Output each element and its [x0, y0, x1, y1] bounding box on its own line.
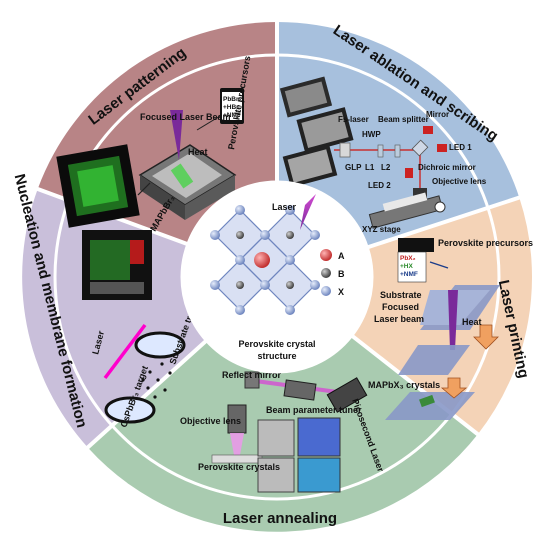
vial-line: +NMF [400, 271, 418, 278]
label-dichroic-mirror: Dichroic mirror [418, 163, 476, 172]
patterning-vial-labels: PbBr₂+HBr+NMF [223, 96, 242, 119]
atom-legend: ABX [320, 249, 345, 297]
center-caption-line1: Perovskite crystal [238, 339, 315, 349]
printing-vial-labels: PbX₂+HX+NMF [400, 255, 418, 278]
nucleation-illustration [82, 230, 186, 424]
label-heat-printing: Heat [462, 317, 482, 327]
label-heat-patterning: Heat [188, 147, 208, 157]
vial-line: PbX₂ [400, 255, 416, 262]
ring-laser-annealing [88, 413, 478, 532]
vial-line: +NMF [223, 112, 241, 119]
label-led1: LED 1 [449, 143, 472, 152]
ring-laser-printing [451, 198, 533, 434]
legend-label-a: A [338, 251, 345, 261]
label-perovskite-crystals: Perovskite crystals [198, 462, 280, 472]
label-focused: Focused [382, 302, 419, 312]
legend-swatch-b [321, 268, 331, 278]
center-laser-label: Laser [272, 202, 297, 212]
label-l2: L2 [381, 163, 391, 172]
label-mirror: Mirror [426, 110, 449, 119]
label-focused-laser-beam: Focused Laser Beam [140, 112, 231, 122]
label-laser-beam: Laser beam [374, 314, 424, 324]
label-beam-parameter-tuner: Beam parameter tuner [266, 405, 362, 415]
label-led2: LED 2 [368, 181, 391, 190]
legend-swatch-x [321, 286, 331, 296]
label-fs-laser: Fs-laser [338, 115, 369, 124]
legend-swatch-a [320, 249, 332, 261]
label-perovskite-precursors-printing: Perovskite precursors [438, 238, 533, 248]
label-xyz-stage: XYZ stage [362, 225, 401, 234]
vial-line: PbBr₂ [223, 96, 242, 103]
legend-label-b: B [338, 269, 345, 279]
printing-illustration [385, 238, 500, 420]
legend-label-x: X [338, 287, 344, 297]
label-mapbx3-crystals: MAPbX₃ crystals [368, 380, 440, 390]
sector-laser-annealing [112, 277, 452, 499]
vial-line: +HBr [223, 104, 239, 111]
label-hwp: HWP [362, 130, 381, 139]
ring-laser-ablation [277, 22, 520, 209]
label-reflect-mirror: Reflect mirror [222, 370, 282, 380]
ablation-illustration [279, 76, 447, 229]
label-substrate: Substrate [380, 290, 422, 300]
center-caption-line2: structure [257, 351, 296, 361]
annealing-illustration [211, 371, 368, 493]
label-l1: L1 [365, 163, 375, 172]
perovskite-structure [210, 194, 320, 315]
ring-nucleation [22, 188, 113, 448]
patterning-illustration [56, 88, 244, 228]
label-objective-lens-annealing: Objective lens [180, 416, 241, 426]
label-glp: GLP [345, 163, 362, 172]
vial-line: +HX [400, 263, 413, 270]
title-laser-annealing: Laser annealing [223, 510, 337, 527]
label-objective-lens-ablation: Objective lens [432, 177, 487, 186]
label-beam-splitter: Beam splitter [378, 115, 429, 124]
